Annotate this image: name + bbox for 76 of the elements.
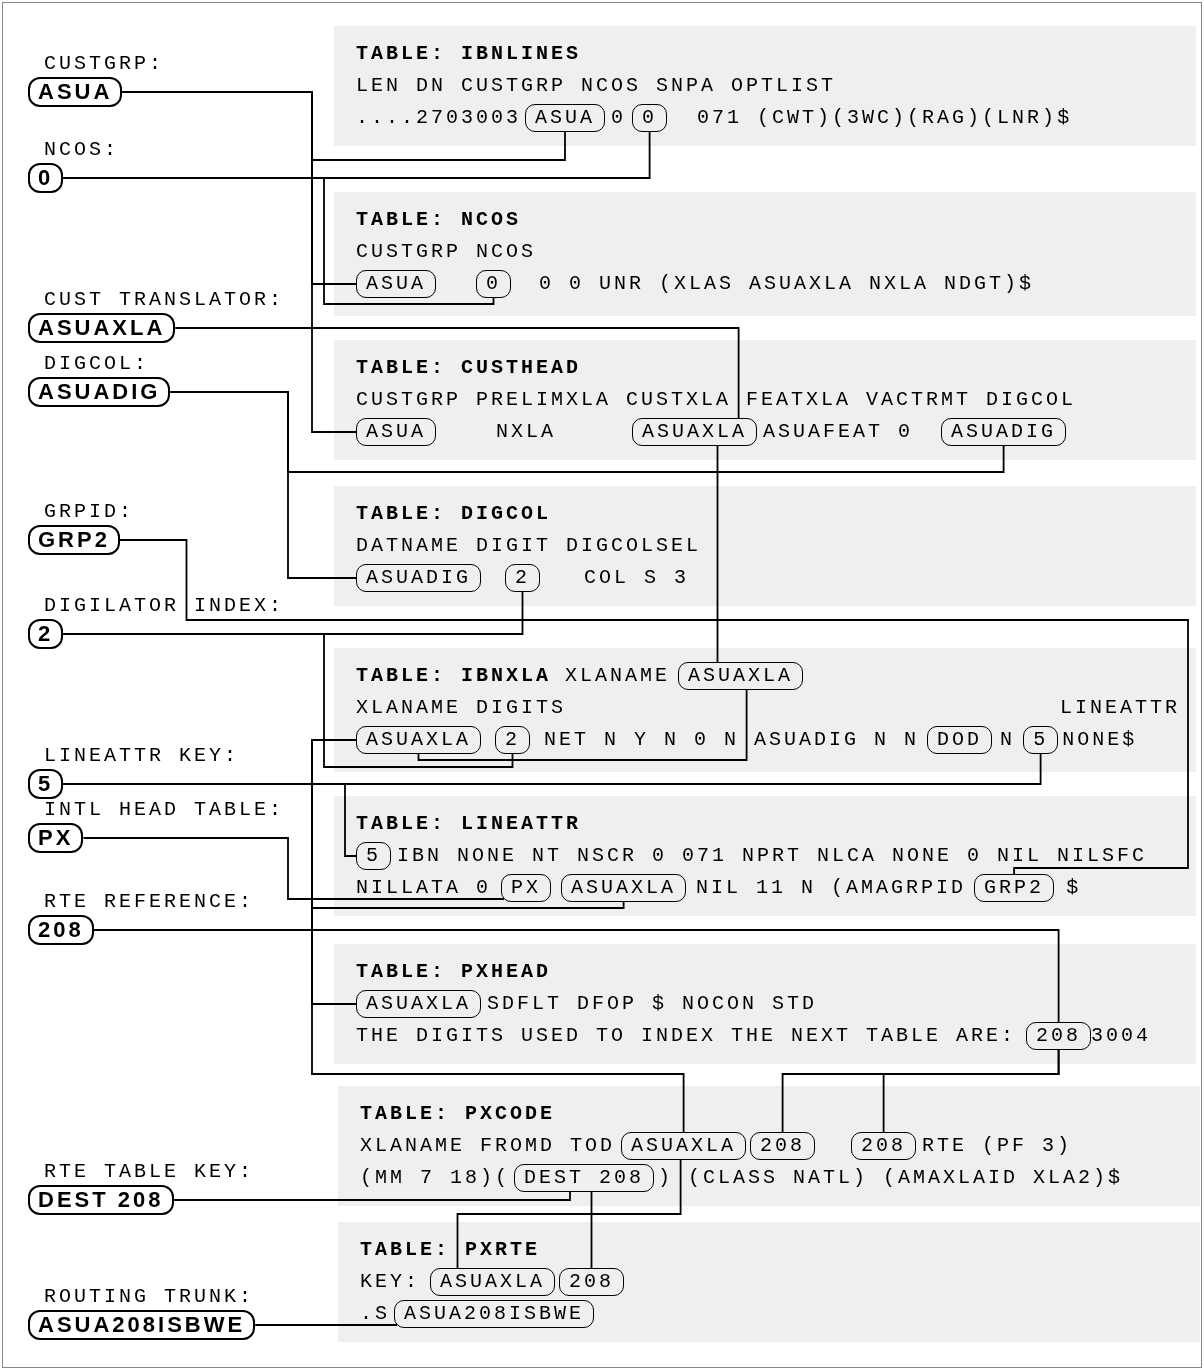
table-panel bbox=[338, 1222, 1200, 1342]
connector-line bbox=[311, 739, 685, 1133]
table-text: 3004 bbox=[1091, 1023, 1152, 1049]
field-label: INTL HEAD TABLE: bbox=[44, 799, 285, 821]
connector-line bbox=[92, 929, 1060, 1023]
field-label: CUST TRANSLATOR: bbox=[44, 289, 285, 311]
table-panel bbox=[334, 340, 1196, 460]
table-text: .S bbox=[360, 1301, 390, 1327]
connector-line bbox=[82, 837, 505, 900]
table-text: IBN NONE NT NSCR 0 071 NPRT NLCA NONE 0 NIL NILSFC bbox=[397, 843, 1148, 869]
table-text: XLANAME FROMD TOD bbox=[360, 1133, 616, 1159]
table-text: COL S 3 bbox=[584, 565, 690, 591]
connector-line bbox=[121, 91, 357, 433]
table-text: NXLA bbox=[496, 419, 557, 445]
table-panel bbox=[334, 192, 1196, 316]
connector-line bbox=[62, 783, 357, 857]
table-text: XLANAME DIGITS bbox=[356, 695, 567, 721]
connector-line bbox=[254, 1324, 398, 1326]
table-text: N bbox=[1000, 727, 1016, 753]
table-heading: TABLE: PXRTE bbox=[360, 1237, 541, 1263]
table-text: THE DIGITS USED TO INDEX THE NEXT TABLE ARE: bbox=[356, 1023, 1017, 1049]
field-label: DIGILATOR INDEX: bbox=[44, 595, 285, 617]
field-label: DIGCOL: bbox=[44, 353, 149, 375]
table-text: LINEATTR bbox=[1060, 695, 1180, 721]
table-heading: TABLE: IBNLINES bbox=[356, 41, 582, 67]
table-heading: TABLE: PXHEAD bbox=[356, 959, 552, 985]
field-label: RTE TABLE KEY: bbox=[44, 1161, 255, 1183]
table-text: CUSTGRP NCOS bbox=[356, 239, 537, 265]
connector-line bbox=[174, 327, 740, 419]
field-label: LINEATTR KEY: bbox=[44, 745, 240, 767]
table-text: 0 0 UNR (XLAS ASUAXLA NXLA NDGT)$ bbox=[539, 271, 1035, 297]
table-text: SDFLT DFOP $ NOCON STD bbox=[487, 991, 818, 1017]
table-text: CUSTGRP PRELIMXLA CUSTXLA FEATXLA VACTRMT DIGCOL bbox=[356, 387, 1077, 413]
table-panel bbox=[334, 26, 1196, 146]
table-panel bbox=[334, 944, 1196, 1064]
table-text: ) (CLASS NATL) (AMAXLAID XLA2)$ bbox=[658, 1165, 1124, 1191]
table-heading: TABLE: CUSTHEAD bbox=[356, 355, 582, 381]
table-heading: TABLE: IBNXLA bbox=[356, 663, 552, 689]
table-text: RTE (PF 3) bbox=[922, 1133, 1073, 1159]
table-panel bbox=[334, 796, 1196, 916]
connector-line bbox=[172, 1191, 571, 1201]
table-text: LEN DN CUSTGRP NCOS SNPA OPTLIST bbox=[356, 73, 837, 99]
field-label: NCOS: bbox=[44, 139, 119, 161]
table-text: 071 (CWT)(3WC)(RAG)(LNR)$ bbox=[697, 105, 1073, 131]
field-label: GRPID: bbox=[44, 501, 134, 523]
connector-line bbox=[882, 1049, 1060, 1133]
connector-line bbox=[169, 391, 1005, 473]
table-text: 0 bbox=[611, 105, 627, 131]
table-heading: TABLE: PXCODE bbox=[360, 1101, 556, 1127]
table-text: XLANAME bbox=[565, 663, 671, 689]
connector-line bbox=[62, 633, 514, 768]
field-label: ROUTING TRUNK: bbox=[44, 1286, 255, 1308]
table-text: KEY: bbox=[360, 1269, 420, 1295]
table-panel bbox=[334, 648, 1196, 772]
connector-line bbox=[119, 539, 1189, 875]
table-heading: TABLE: NCOS bbox=[356, 207, 522, 233]
table-text: (MM 7 18)( bbox=[360, 1165, 511, 1191]
table-heading: TABLE: LINEATTR bbox=[356, 811, 582, 837]
table-text: ....2703003 bbox=[356, 105, 522, 131]
connector-line bbox=[62, 177, 495, 305]
connector-line bbox=[417, 689, 748, 761]
table-text: ASUAFEAT 0 bbox=[763, 419, 914, 445]
connector-line bbox=[590, 1191, 593, 1269]
table-text: NET N Y N 0 N ASUADIG N N bbox=[544, 727, 920, 753]
table-text: $ bbox=[1066, 875, 1082, 901]
table-text: NILLATA 0 bbox=[356, 875, 492, 901]
table-panel bbox=[338, 1086, 1200, 1206]
connector-line bbox=[716, 445, 719, 663]
field-label: CUSTGRP: bbox=[44, 53, 164, 75]
table-text: NONE$ bbox=[1062, 727, 1138, 753]
field-label: RTE REFERENCE: bbox=[44, 891, 255, 913]
table-text: DATNAME DIGIT DIGCOLSEL bbox=[356, 533, 702, 559]
table-heading: TABLE: DIGCOL bbox=[356, 501, 552, 527]
connector-line bbox=[456, 1159, 682, 1269]
table-panel bbox=[334, 486, 1196, 606]
table-text: NIL 11 N (AMAGRPID bbox=[696, 875, 967, 901]
